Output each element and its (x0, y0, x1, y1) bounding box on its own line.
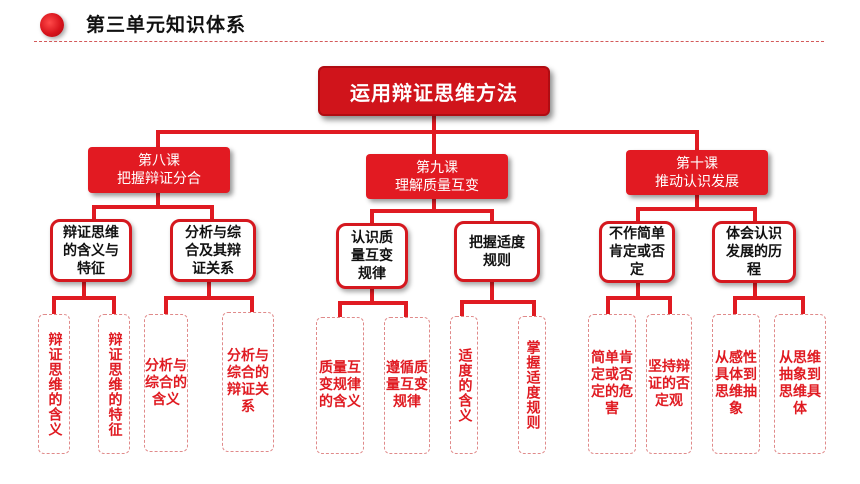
topic-6-node: 体会认识发展的历程 (712, 221, 796, 283)
root-title: 运用辩证思维方法 (350, 80, 518, 105)
leaf-6-node: 遵循质量互变规律 (384, 317, 430, 454)
connector-lesson-1-bar (92, 205, 214, 209)
lesson-1-number: 第八课 (138, 153, 180, 169)
connector-topic-1-up (92, 205, 96, 219)
connector-leaf-11-up (733, 296, 737, 314)
connector-leaf-9-up (606, 296, 610, 314)
connector-leaf-2-up (112, 296, 116, 314)
connector-topic-5-bar (606, 296, 672, 300)
leaf-4-label: 分析与综合的辩证关系 (227, 348, 269, 415)
root-node: 运用辩证思维方法 (318, 66, 550, 116)
leaf-2-node: 辩证思维的特征 (98, 314, 130, 454)
connector-topic-4-down (490, 282, 494, 302)
connector-topic-6-down (753, 283, 757, 298)
connector-lesson-2-down (432, 199, 436, 211)
connector-topic-3-up (370, 209, 374, 223)
connector-topic-1-down (82, 282, 86, 298)
leaf-11-node: 从感性具体到思维抽象 (712, 314, 760, 454)
connector-leaf-5-up (338, 301, 342, 317)
connector-lesson-3-bar (636, 207, 757, 211)
leaf-1-node: 辩证思维的含义 (38, 314, 70, 454)
lesson-2-node: 第九课 理解质量互变 (366, 154, 508, 199)
connector-topic-2-up (210, 205, 214, 219)
leaf-2-label: 辩证思维的特征 (106, 331, 123, 437)
connector-topic-6-bar (733, 296, 805, 300)
leaf-1-label: 辩证思维的含义 (46, 331, 63, 437)
leaf-5-node: 质量互变规律的含义 (316, 317, 364, 454)
header-divider (34, 41, 824, 42)
lesson-3-number: 第十课 (676, 155, 718, 172)
topic-4-label: 把握适度规则 (469, 234, 525, 269)
leaf-8-node: 掌握适度规则 (518, 316, 546, 454)
topic-4-node: 把握适度规则 (454, 221, 540, 282)
connector-leaf-6-up (404, 301, 408, 317)
connector-lesson-3-up (695, 130, 699, 150)
leaf-3-label: 分析与综合的含义 (145, 357, 187, 408)
connector-lesson-2-bar (370, 209, 494, 213)
connector-topic-3-bar (338, 301, 408, 305)
connector-topic-4-bar (460, 300, 536, 304)
connector-lesson-1-up (156, 130, 160, 148)
topic-1-node: 辩证思维的含义与特征 (50, 219, 132, 282)
lesson-3-node: 第十课 推动认识发展 (626, 150, 768, 195)
topic-3-label: 认识质量互变规律 (351, 230, 393, 282)
lesson-2-title: 理解质量互变 (395, 177, 479, 194)
lesson-2-number: 第九课 (416, 159, 458, 176)
connector-topic-5-up (636, 207, 640, 221)
connector-topic-3-down (370, 289, 374, 303)
connector-topic-5-down (636, 283, 640, 298)
connector-topic-4-up (490, 209, 494, 221)
topic-5-node: 不作简单肯定或否定 (599, 221, 675, 283)
leaf-7-node: 适度的含义 (450, 316, 478, 454)
lesson-3-title: 推动认识发展 (655, 173, 739, 190)
page-title: 第三单元知识体系 (86, 14, 247, 36)
topic-6-label: 体会认识发展的历程 (726, 226, 782, 278)
topic-2-label: 分析与综合及其辩证关系 (185, 224, 241, 277)
topic-2-node: 分析与综合及其辩证关系 (170, 219, 256, 282)
leaf-6-label: 遵循质量互变规律 (386, 360, 428, 410)
leaf-9-node: 简单肯定或否定的危害 (588, 314, 636, 454)
leaf-7-label: 适度的含义 (456, 347, 473, 423)
topic-3-node: 认识质量互变规律 (336, 223, 408, 289)
connector-topic-2-bar (164, 296, 254, 300)
connector-leaf-8-up (532, 300, 536, 316)
leaf-12-label: 从思维抽象到思维具体 (779, 350, 821, 417)
connector-leaf-10-up (668, 296, 672, 314)
topic-1-label: 辩证思维的含义与特征 (63, 224, 119, 277)
leaf-9-label: 简单肯定或否定的危害 (591, 350, 633, 417)
connector-leaf-12-up (801, 296, 805, 314)
connector-lessons-bar (156, 130, 699, 134)
leaf-12-node: 从思维抽象到思维具体 (774, 314, 826, 454)
connector-leaf-7-up (460, 300, 464, 316)
leaf-10-node: 坚持辩证的否定观 (646, 314, 692, 454)
connector-topic-1-bar (52, 296, 116, 300)
header-bullet-icon (40, 13, 64, 37)
connector-topic-6-up (753, 207, 757, 221)
connector-leaf-4-up (250, 296, 254, 312)
connector-root-down (432, 116, 436, 132)
connector-leaf-1-up (52, 296, 56, 314)
connector-lesson-1-down (156, 193, 160, 207)
connector-lesson-3-down (695, 195, 699, 209)
connector-lesson-2-up (432, 130, 436, 154)
topic-5-label: 不作简单肯定或否定 (609, 226, 665, 278)
leaf-4-node: 分析与综合的辩证关系 (222, 312, 274, 452)
leaf-8-label: 掌握适度规则 (524, 340, 541, 430)
leaf-11-label: 从感性具体到思维抽象 (715, 350, 757, 417)
connector-topic-2-down (207, 282, 211, 298)
leaf-3-node: 分析与综合的含义 (144, 314, 188, 452)
leaf-5-label: 质量互变规律的含义 (319, 360, 361, 410)
lesson-1-title: 把握辩证分合 (117, 171, 201, 187)
connector-leaf-3-up (164, 296, 168, 314)
lesson-1-node: 第八课 把握辩证分合 (88, 147, 230, 193)
leaf-10-label: 坚持辩证的否定观 (648, 358, 690, 409)
